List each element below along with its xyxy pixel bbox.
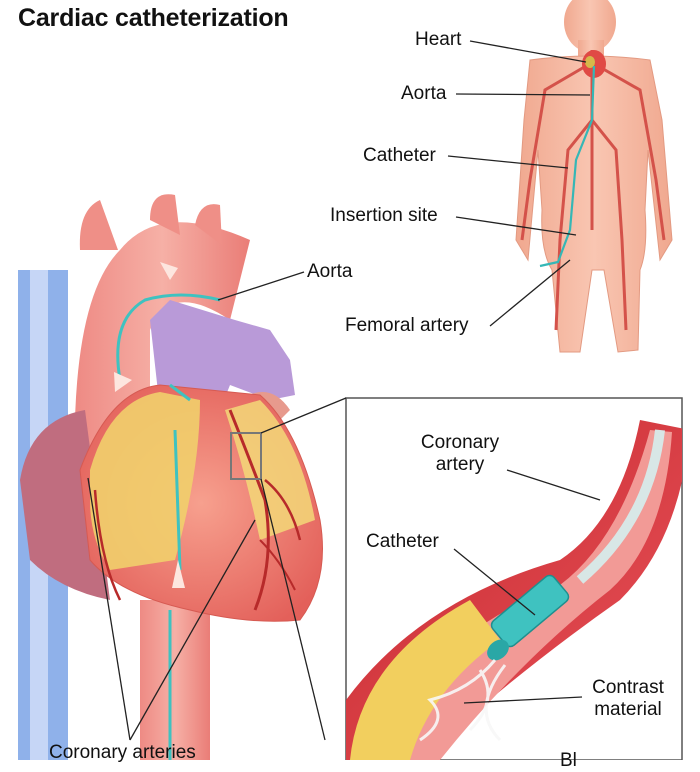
label-heart: Heart bbox=[415, 29, 462, 50]
label-femoral-artery: Femoral artery bbox=[345, 315, 469, 336]
label-catheter-body: Catheter bbox=[363, 145, 436, 166]
heart-illustration bbox=[18, 194, 323, 760]
label-blockage-partial: Bl bbox=[560, 750, 577, 771]
label-contrast-line1: Contrast bbox=[592, 677, 664, 698]
label-insertion-site: Insertion site bbox=[330, 205, 438, 226]
label-contrast-line2: material bbox=[594, 699, 662, 720]
label-catheter-inset: Catheter bbox=[366, 531, 439, 552]
label-coronary-artery-line2: artery bbox=[435, 454, 485, 475]
label-coronary-artery: Coronary artery bbox=[410, 432, 510, 476]
label-coronary-artery-line1: Coronary bbox=[420, 432, 500, 453]
label-contrast-material: Contrast material bbox=[582, 677, 674, 721]
leader-lines bbox=[87, 40, 601, 741]
artery-closeup bbox=[346, 420, 682, 760]
body-figure bbox=[515, 0, 673, 353]
label-aorta-body: Aorta bbox=[401, 83, 447, 104]
label-aorta-heart: Aorta bbox=[307, 261, 353, 282]
label-coronary-arteries: Coronary arteries bbox=[49, 742, 196, 763]
diagram-title: Cardiac catheterization bbox=[18, 4, 289, 32]
